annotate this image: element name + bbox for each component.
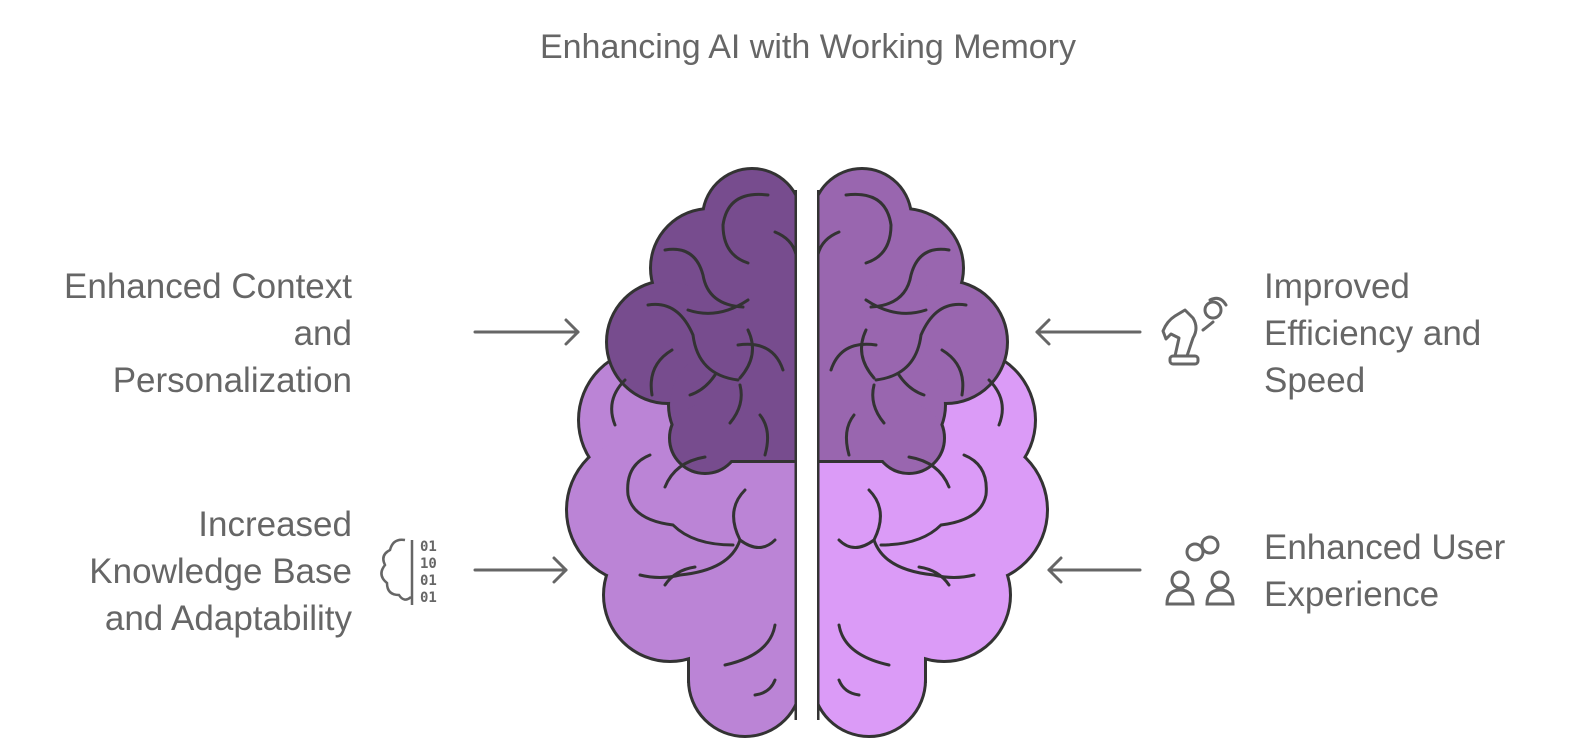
chess-knight-icon <box>1161 296 1228 366</box>
label-line: and <box>293 314 352 353</box>
label-line: and Adaptability <box>104 599 352 638</box>
label-line: Improved <box>1264 267 1410 306</box>
brain-binary-icon: 01 10 01 01 <box>380 538 437 606</box>
arrow-efficiency <box>1035 318 1142 346</box>
binary-text: 01 <box>420 573 437 589</box>
label-line: Experience <box>1264 575 1440 614</box>
arrow-context <box>473 318 580 346</box>
label-line: Increased <box>198 505 352 544</box>
arrow-knowledge <box>473 556 568 584</box>
binary-text: 10 <box>420 556 437 572</box>
label-line: Enhanced Context <box>64 267 352 306</box>
label-improved-efficiency: Improved Efficiency and Speed <box>1264 263 1481 404</box>
diagram-title: Enhancing AI with Working Memory <box>539 28 1077 66</box>
label-line: Personalization <box>112 361 352 400</box>
label-line: Efficiency and <box>1264 314 1482 353</box>
label-line: Knowledge Base <box>89 552 352 591</box>
label-increased-knowledge: Increased Knowledge Base and Adaptabilit… <box>89 501 352 642</box>
left-hemisphere <box>568 170 797 735</box>
binary-text: 01 <box>420 590 437 606</box>
arrow-user-experience <box>1047 556 1142 584</box>
binary-text: 01 <box>420 539 437 555</box>
right-hemisphere <box>817 170 1046 735</box>
users-link-icon <box>1165 535 1235 606</box>
label-line: Speed <box>1264 361 1366 400</box>
label-line: Enhanced User <box>1264 528 1506 567</box>
label-enhanced-context: Enhanced Context and Personalization <box>64 263 352 404</box>
label-enhanced-user-experience: Enhanced User Experience <box>1264 524 1505 618</box>
